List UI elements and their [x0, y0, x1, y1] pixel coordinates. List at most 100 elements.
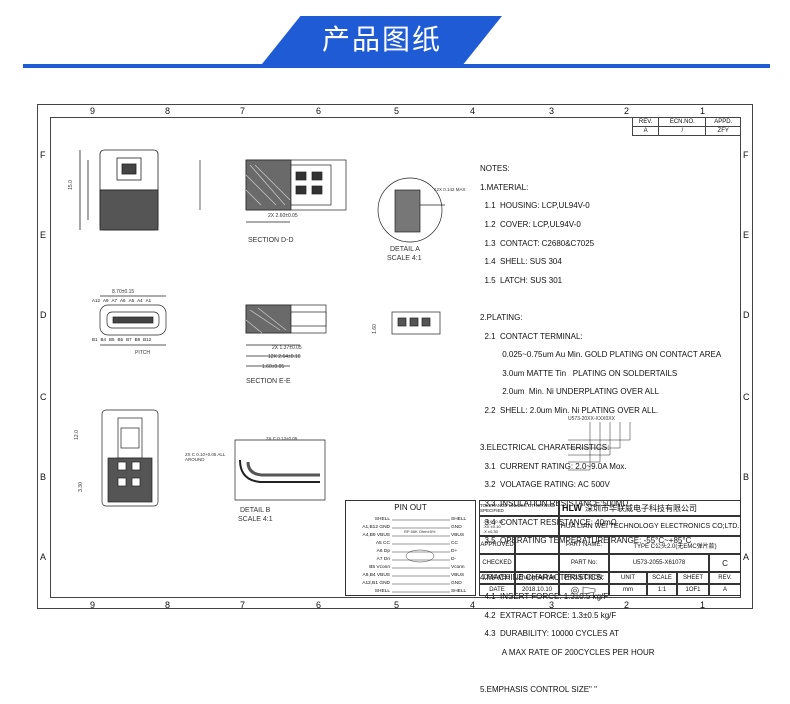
- grid-col-6: 6: [316, 106, 322, 116]
- tolerance-title: TOLERANCE UNLESS OTHERWISE SPECIFIED: [479, 500, 559, 516]
- company-header: HLW 深圳市华联威电子科技有限公司: [559, 500, 741, 516]
- dim-264: 12X 2.64±0.10: [268, 354, 301, 360]
- pin-label: A4: [137, 298, 143, 303]
- company-name-cn: 深圳市华联威电子科技有限公司: [585, 503, 697, 513]
- banner-shape: [262, 16, 502, 64]
- dim-chamfer-b: 2X C 0.10+0.05 ALL AROUND: [185, 452, 226, 462]
- note-line: 1.3 CONTACT: C2680&C7025: [480, 238, 595, 248]
- note-line: 0.025~0.75um Au Min. GOLD PLATING ON CON…: [480, 350, 722, 360]
- size-value: C: [709, 554, 741, 572]
- pitch-label: PITCH: [135, 350, 150, 356]
- note-line: ​: [480, 666, 721, 675]
- pin-label: A1: [145, 298, 152, 303]
- note-line: ​: [480, 294, 721, 303]
- pin-label: A5: [128, 298, 135, 303]
- grid-col-7: 7: [240, 106, 246, 116]
- pin-out-right-item: D+: [451, 549, 458, 554]
- detail-a-label: DETAIL A: [390, 246, 420, 253]
- pin-label: A9: [103, 298, 109, 303]
- pin-out-box: [345, 500, 476, 596]
- date-label: DATE: [479, 584, 515, 596]
- pin-out-right-item: SHELL: [451, 517, 467, 522]
- note-line: A MAX RATE OF 200CYCLES PER HOUR: [480, 647, 655, 657]
- front-view: [79, 149, 159, 231]
- pin-out-left-item: A9,B4 VBUS: [362, 573, 390, 578]
- pin-label: B9: [134, 337, 141, 342]
- pin-out-right-item: SHELL: [451, 589, 467, 594]
- pin-out-left-item: A12,B1 GND: [362, 581, 390, 586]
- grid-row-c: C: [40, 392, 47, 402]
- pin-out-left-item: A5 CC: [375, 541, 390, 546]
- grid-row-a: A: [40, 552, 47, 562]
- dim-chamfer-c: 2X C 0.13±0.05: [266, 436, 298, 441]
- pin-out-right-item: Vconn: [451, 565, 465, 570]
- grid-col-3: 3: [549, 106, 555, 116]
- grid-col-5-bottom: 5: [394, 600, 400, 610]
- rev-ecn-value: /: [658, 126, 707, 136]
- pin-out-left-item: A7 Dn: [376, 557, 390, 562]
- grid-row-f-right: F: [743, 150, 749, 160]
- section-ee-label: SECTION E-E: [246, 378, 291, 385]
- pin-out-right-item: CC: [451, 541, 458, 546]
- note-line: 1.MATERIAL:: [480, 182, 529, 192]
- note-line: 3.0um MATTE Tin PLATING ON SOLDERTAILS: [480, 368, 678, 378]
- banner-line: [23, 64, 770, 68]
- detail-a-view: [377, 177, 445, 243]
- tolerance-values: .XXX ±0.05 .XX ±0.10 .X ±0.30: [479, 516, 559, 536]
- side-view: [391, 311, 441, 335]
- pin-out-left-item: A1,B12 GND: [362, 525, 390, 530]
- rev-value: A: [631, 126, 660, 136]
- grid-col-8: 8: [165, 106, 171, 116]
- tolerance-row: .XXX ±0.05: [483, 518, 504, 524]
- grid-row-f: F: [40, 150, 46, 160]
- dim-width: 8.70±0.15: [112, 289, 135, 295]
- grid-row-e-right: E: [743, 230, 750, 240]
- grid-col-6-bottom: 6: [316, 600, 322, 610]
- notes-block: NOTES: 1.MATERIAL: 1.1 HOUSING: LCP,UL94…: [480, 155, 721, 704]
- note-line: 1.2 COVER: LCP,UL94V-0: [480, 220, 581, 230]
- grid-row-b: B: [40, 472, 47, 482]
- sheet-value: 1OF1: [677, 584, 709, 596]
- company-logo: HLW: [562, 503, 582, 513]
- title-block: TOLERANCE UNLESS OTHERWISE SPECIFIED HLW…: [479, 500, 741, 596]
- detail-b-view: [234, 439, 326, 501]
- note-line: 1.1 HOUSING: LCP,UL94V-0: [480, 201, 590, 211]
- note-line: 5.EMPHASIS CONTROL SIZE" ": [480, 684, 597, 694]
- pin-label: A7: [111, 298, 118, 303]
- checked-label: CHECKED: [479, 554, 515, 572]
- pin-label: A6: [120, 298, 126, 303]
- pin-out-right-item: VBUS: [451, 533, 465, 538]
- unit-value: mm: [609, 584, 647, 596]
- grid-col-7-bottom: 7: [240, 600, 246, 610]
- page-title: 产品图纸: [321, 23, 442, 56]
- scale-value: 1:1: [647, 584, 677, 596]
- dim-height-15: 15.0: [67, 180, 74, 190]
- drawed-label: DRAWED: [479, 572, 515, 584]
- pin-label: A12: [92, 298, 101, 303]
- part-no-label: PART No:: [559, 554, 609, 572]
- pin-out-lines: [392, 519, 450, 593]
- tolerance-title-text: TOLERANCE UNLESS OTHERWISE SPECIFIED: [480, 503, 556, 513]
- tolerance-row: .XX ±0.10: [483, 523, 501, 529]
- note-line: 3.5 OPERATING TEMPERATURE RANGE: -55°C~+…: [480, 536, 692, 546]
- part-code-diagram: [568, 422, 631, 471]
- detail-a-scale: SCALE 4:1: [387, 255, 422, 262]
- grid-col-9-bottom: 9: [90, 600, 96, 610]
- grid-col-5: 5: [394, 106, 400, 116]
- tolerance-row: .X ±0.30: [483, 528, 498, 534]
- note-line: 1.4 SHELL: SUS 304: [480, 257, 562, 267]
- note-line: 2.1 CONTACT TERMINAL:: [480, 331, 583, 341]
- dim-137: 2X 1.37±0.05: [272, 345, 302, 351]
- dim-height-330: 3.30: [77, 482, 84, 492]
- pin-out-note: RP 56K Ohm±5%: [404, 529, 436, 534]
- notes-title: NOTES:: [480, 164, 510, 174]
- part-name-label: PART NAME:: [559, 536, 609, 554]
- pin-label: B5: [109, 337, 115, 342]
- checked-value: [515, 554, 559, 572]
- grid-row-d-right: D: [743, 310, 750, 320]
- pin-label: B1: [92, 337, 98, 342]
- dim-160: 1.60±0.05: [262, 364, 285, 370]
- pin-out-right-item: GND: [451, 525, 462, 530]
- dim-height-12: 12.0: [73, 430, 80, 440]
- grid-row-a-right: A: [743, 552, 750, 562]
